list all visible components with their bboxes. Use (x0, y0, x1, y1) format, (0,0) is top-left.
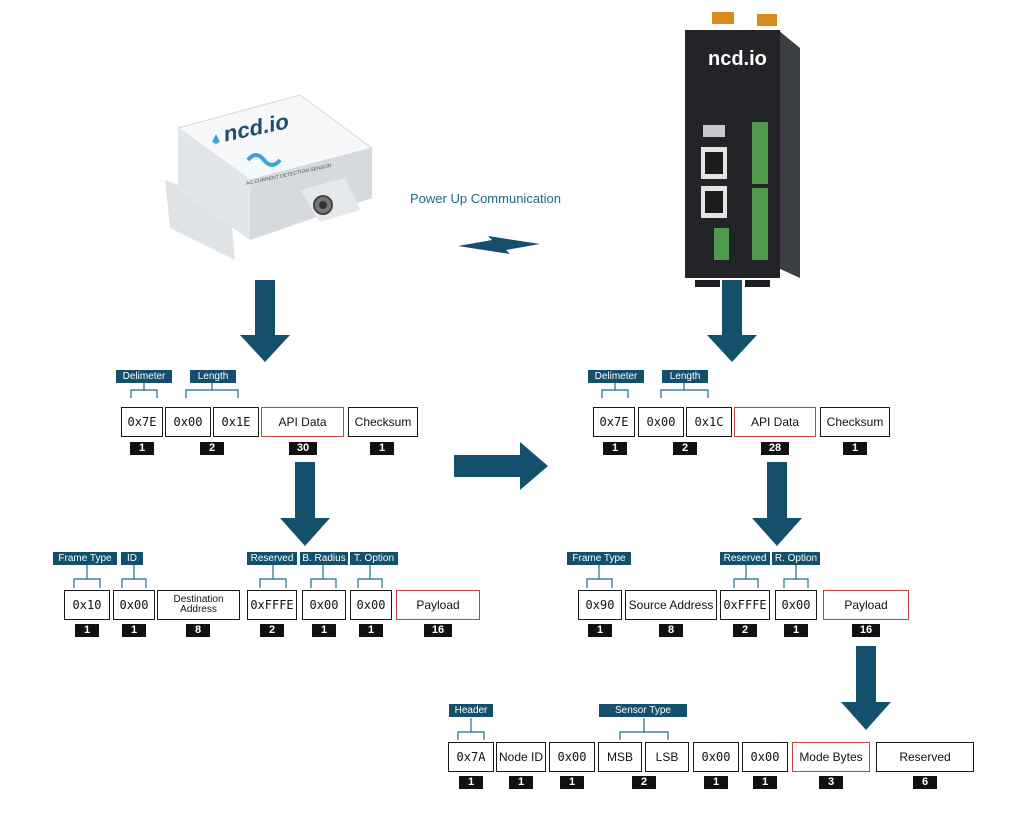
label-length: Length (662, 370, 708, 383)
down-arrow-icon (707, 280, 757, 362)
gateway-device-image (685, 12, 800, 287)
field-frame-type: 0x90 (578, 590, 622, 620)
count-badge: 8 (186, 624, 210, 637)
field-checksum: Checksum (348, 407, 418, 437)
count-badge: 1 (359, 624, 383, 637)
count-badge: 3 (819, 776, 843, 789)
field-payload: Payload (396, 590, 480, 620)
field-reserved: 0xFFFE (247, 590, 297, 620)
field-transmit-option: 0x00 (350, 590, 392, 620)
count-badge: 2 (200, 442, 224, 455)
down-arrow-icon (752, 462, 802, 546)
count-badge: 1 (753, 776, 777, 789)
count-badge: 8 (659, 624, 683, 637)
count-badge: 1 (784, 624, 808, 637)
label-b-radius: B. Radius (300, 552, 348, 565)
sensor-device-image (165, 94, 374, 260)
field-api-data: API Data (261, 407, 344, 437)
field-broadcast-radius: 0x00 (302, 590, 346, 620)
count-badge: 1 (312, 624, 336, 637)
power-up-label: Power Up Communication (410, 191, 562, 206)
label-id: ID (121, 552, 143, 565)
label-frame-type: Frame Type (53, 552, 117, 565)
label-reserved: Reserved (720, 552, 770, 565)
down-arrow-icon (280, 462, 330, 546)
count-badge: 1 (459, 776, 483, 789)
sensor-logo-icon (212, 134, 220, 144)
field-length-msb: 0x00 (165, 407, 211, 437)
field-reserved-byte: 0x00 (742, 742, 788, 772)
field-payload: Payload (823, 590, 909, 620)
count-badge: 30 (289, 442, 317, 455)
signal-bolt-icon (458, 236, 540, 254)
count-badge: 2 (632, 776, 656, 789)
field-api-data: API Data (734, 407, 816, 437)
label-t-option: T. Option (350, 552, 398, 565)
count-badge: 1 (560, 776, 584, 789)
field-length-msb: 0x00 (638, 407, 684, 437)
label-reserved: Reserved (247, 552, 297, 565)
field-frame-id: 0x00 (113, 590, 155, 620)
count-badge: 2 (260, 624, 284, 637)
field-delimiter: 0x7E (121, 407, 163, 437)
field-length-lsb: 0x1E (213, 407, 259, 437)
field-delimiter: 0x7E (593, 407, 635, 437)
count-badge: 16 (424, 624, 452, 637)
count-badge: 1 (75, 624, 99, 637)
field-node-id: Node ID (496, 742, 546, 772)
field-frame-type: 0x10 (64, 590, 110, 620)
label-length: Length (190, 370, 236, 383)
count-badge: 1 (130, 442, 154, 455)
right-arrow-icon (454, 442, 548, 490)
label-frame-type: Frame Type (567, 552, 631, 565)
count-badge: 1 (588, 624, 612, 637)
field-sensor-lsb: LSB (645, 742, 689, 772)
down-arrow-icon (240, 280, 290, 362)
field-reserved: 0xFFFE (720, 590, 770, 620)
count-badge: 1 (509, 776, 533, 789)
field-reserved: Reserved (876, 742, 974, 772)
count-badge: 1 (704, 776, 728, 789)
field-length-lsb: 0x1C (686, 407, 732, 437)
count-badge: 6 (913, 776, 937, 789)
count-badge: 2 (673, 442, 697, 455)
field-mode-bytes: Mode Bytes (792, 742, 870, 772)
label-delimeter: Delimeter (588, 370, 644, 383)
count-badge: 1 (843, 442, 867, 455)
gateway-logo-text: ncd.io (708, 48, 767, 70)
field-receive-option: 0x00 (775, 590, 817, 620)
field-destination-address: Destination Address (157, 590, 240, 620)
label-r-option: R. Option (772, 552, 820, 565)
count-badge: 2 (733, 624, 757, 637)
label-delimeter: Delimeter (116, 370, 172, 383)
label-header: Header (449, 704, 493, 717)
field-firmware: 0x00 (549, 742, 595, 772)
count-badge: 1 (603, 442, 627, 455)
count-badge: 28 (761, 442, 789, 455)
count-badge: 1 (122, 624, 146, 637)
field-header: 0x7A (448, 742, 494, 772)
field-sensor-msb: MSB (598, 742, 642, 772)
count-badge: 1 (370, 442, 394, 455)
down-arrow-icon (841, 646, 891, 730)
field-checksum: Checksum (820, 407, 890, 437)
label-sensor-type: Sensor Type (599, 704, 687, 717)
brackets (73, 383, 809, 740)
field-source-address: Source Address (625, 590, 717, 620)
count-badge: 16 (852, 624, 880, 637)
field-reserved-byte: 0x00 (693, 742, 739, 772)
